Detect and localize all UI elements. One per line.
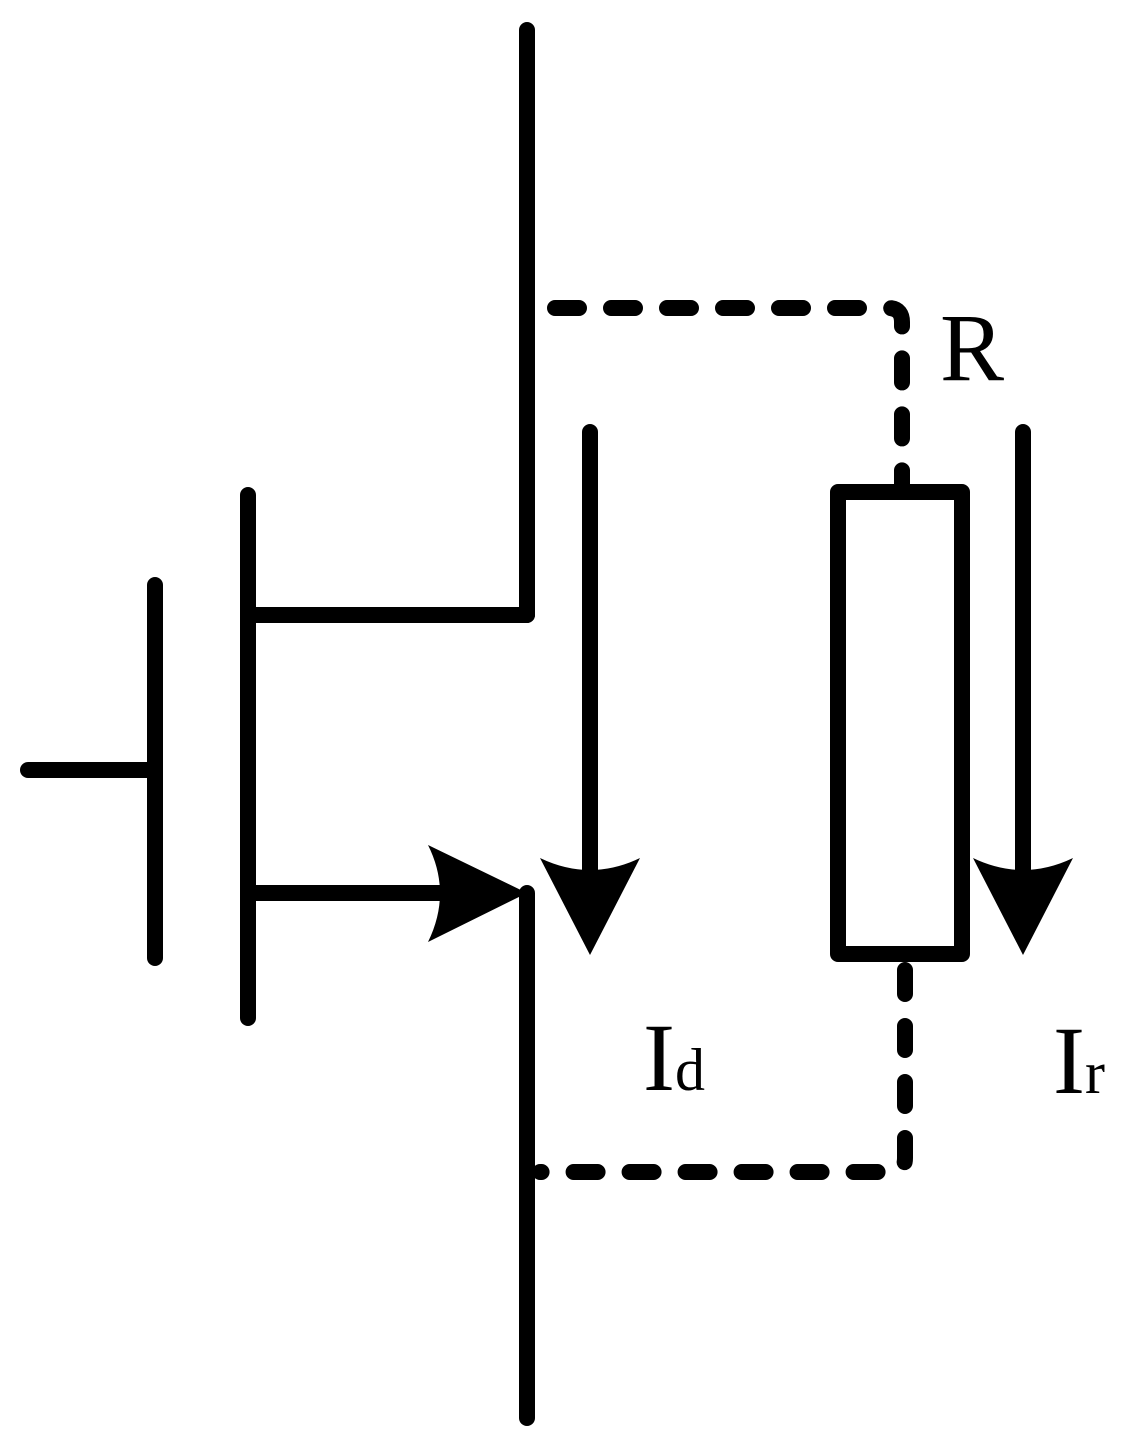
- bottom-dashed-wire: [532, 962, 913, 1180]
- resistor-current-label-sub: r: [1085, 1040, 1105, 1106]
- drain-current-arrowhead: [540, 858, 640, 955]
- drain-current-label-sub: d: [675, 1037, 705, 1103]
- resistor-current-label: Ir: [1053, 1007, 1105, 1114]
- drain-current-label-main: I: [643, 1004, 675, 1111]
- top-dashed-wire: [547, 300, 910, 493]
- resistor-label: R: [940, 294, 1004, 401]
- resistor-current-label-main: I: [1053, 1007, 1085, 1114]
- drain-current-label: Id: [643, 1004, 705, 1111]
- source-arrowhead: [428, 845, 527, 942]
- resistor-current-arrowhead: [973, 858, 1073, 955]
- resistor-body: [830, 484, 970, 962]
